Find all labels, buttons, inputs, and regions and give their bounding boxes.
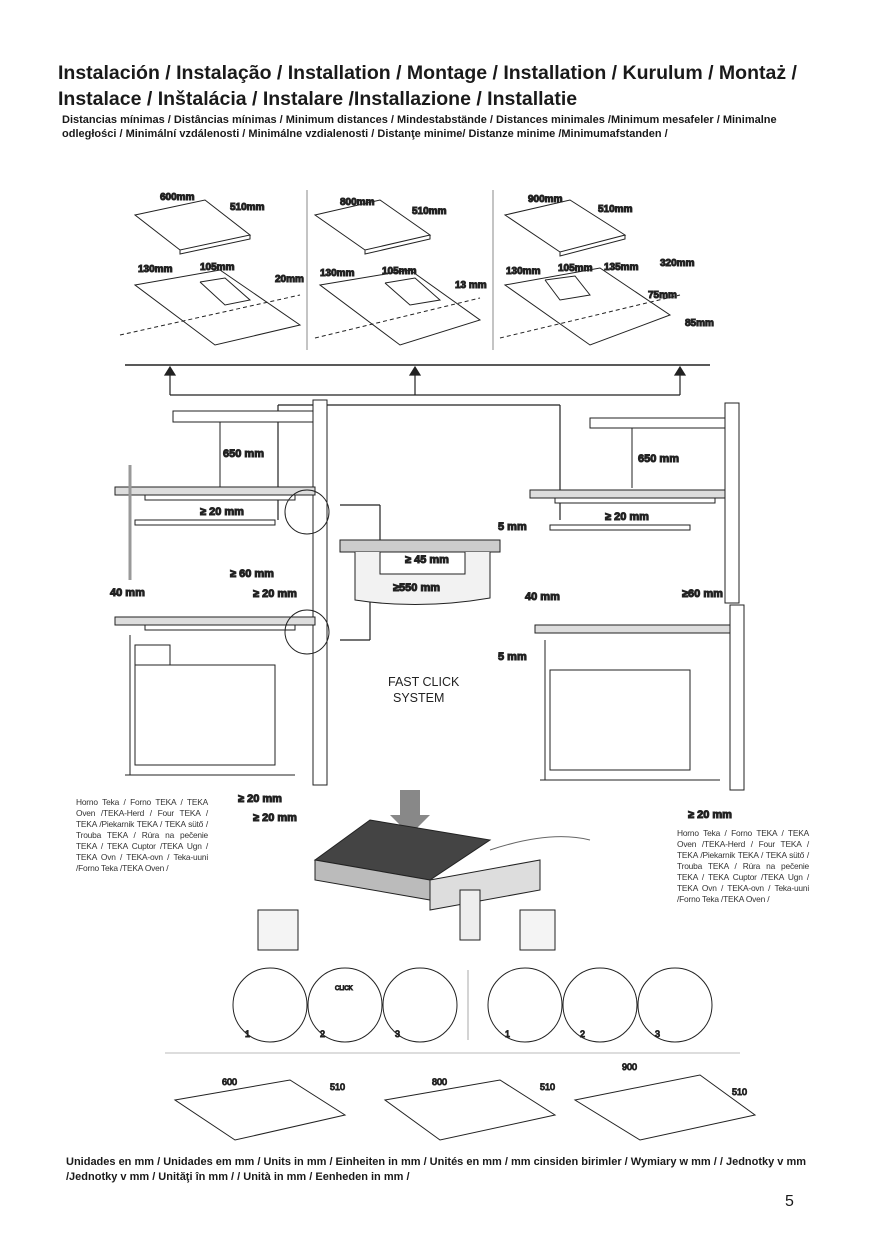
hob-900-front: 130mm [506, 266, 541, 277]
oven-note-left: Horno Teka / Forno TEKA / TEKA Oven /TEK… [76, 797, 208, 873]
page-number: 5 [785, 1193, 794, 1210]
bottom-900-width: 900 [622, 1062, 637, 1072]
right-gap-5b: 5 mm [498, 651, 527, 663]
hob-600-front: 130mm [138, 264, 173, 275]
hob-800-width: 800mm [340, 197, 375, 208]
hob-900-back: 75mm [648, 290, 677, 301]
left-clearance-650: 650 mm [223, 448, 264, 460]
left-gap-40: 40 mm [110, 587, 145, 599]
fast-click-label: FAST CLICK [388, 675, 460, 689]
right-gap-20: ≥ 20 mm [605, 511, 649, 523]
step-3-left: 3 [395, 1029, 400, 1039]
left-bottom-gap-20b: ≥ 20 mm [253, 812, 297, 824]
left-upper-install: 650 mm ≥ 20 mm ≥ 60 mm ≥ 20 mm 40 mm [110, 399, 330, 786]
hob-900-depth: 510mm [598, 204, 633, 215]
step-1-right: 1 [505, 1029, 510, 1039]
center-gap-550: ≥550 mm [393, 582, 440, 594]
bottom-600-depth: 510 [330, 1082, 345, 1092]
hob-600-width: 600mm [160, 192, 195, 203]
step-2-right: 2 [580, 1029, 585, 1039]
hob-900-side: 105mm [558, 263, 593, 274]
step-3-right: 3 [655, 1029, 660, 1039]
bottom-hobs: 600 510 800 510 900 510 [173, 1062, 757, 1141]
left-gap-20b: ≥ 20 mm [253, 588, 297, 600]
page-title: Instalación / Instalação / Installation … [58, 62, 797, 110]
left-gap-60: ≥ 60 mm [230, 568, 274, 580]
click-label: CLICK [335, 986, 353, 992]
hob-800-panel: 800mm 510mm 130mm 105mm 13 mm [313, 197, 487, 346]
page-subtitle: Distancias mínimas / Distâncias mínimas … [62, 114, 777, 140]
left-lower-install: ≥ 20 mm ≥ 20 mm [114, 609, 330, 825]
right-gap-5a: 5 mm [498, 521, 527, 533]
left-bottom-gap-20a: ≥ 20 mm [238, 793, 282, 805]
hob-800-back: 13 mm [455, 280, 487, 291]
left-gap-20a: ≥ 20 mm [200, 506, 244, 518]
right-gap-60: ≥60 mm [682, 588, 723, 600]
hob-900-width: 900mm [528, 194, 563, 205]
hob-600-panel: 600mm 510mm 130mm 105mm 20mm [119, 192, 305, 346]
hob-900-rear: 85mm [685, 318, 714, 329]
hob-800-side: 105mm [382, 266, 417, 277]
fast-click-label-2: SYSTEM [393, 691, 444, 705]
bottom-900-depth: 510 [732, 1087, 747, 1097]
bottom-800-width: 800 [432, 1077, 447, 1087]
hob-900-cutout: 320mm [660, 258, 695, 269]
hob-800-depth: 510mm [412, 206, 447, 217]
units-footer: Unidades en mm / Unidades em mm / Units … [66, 1156, 807, 1183]
bottom-800-depth: 510 [540, 1082, 555, 1092]
hob-insertion-illustration [313, 790, 591, 941]
hob-900-gap: 135mm [604, 262, 639, 273]
center-detail: ≥ 45 mm ≥550 mm FAST CLICK SYSTEM [339, 539, 501, 705]
right-install: 650 mm 5 mm ≥ 20 mm ≥60 mm 40 mm 5 mm ≥ … [498, 402, 745, 822]
bottom-600-width: 600 [222, 1077, 237, 1087]
step-1-left: 1 [245, 1029, 250, 1039]
oven-note-right: Horno Teka / Forno TEKA / TEKA Oven /TEK… [677, 828, 809, 904]
right-gap-40: 40 mm [525, 591, 560, 603]
hob-900-panel: 900mm 510mm 130mm 105mm 135mm 320mm 75mm… [499, 194, 715, 346]
hob-600-side: 105mm [200, 262, 235, 273]
step-2-left: 2 [320, 1029, 325, 1039]
right-clearance-650: 650 mm [638, 453, 679, 465]
hob-600-back: 20mm [275, 274, 304, 285]
clip-steps: 1 2 CLICK 3 1 2 3 [232, 909, 713, 1043]
right-bottom-gap-20: ≥ 20 mm [688, 809, 732, 821]
hob-800-front: 130mm [320, 268, 355, 279]
hob-600-depth: 510mm [230, 202, 265, 213]
center-gap-45: ≥ 45 mm [405, 554, 449, 566]
